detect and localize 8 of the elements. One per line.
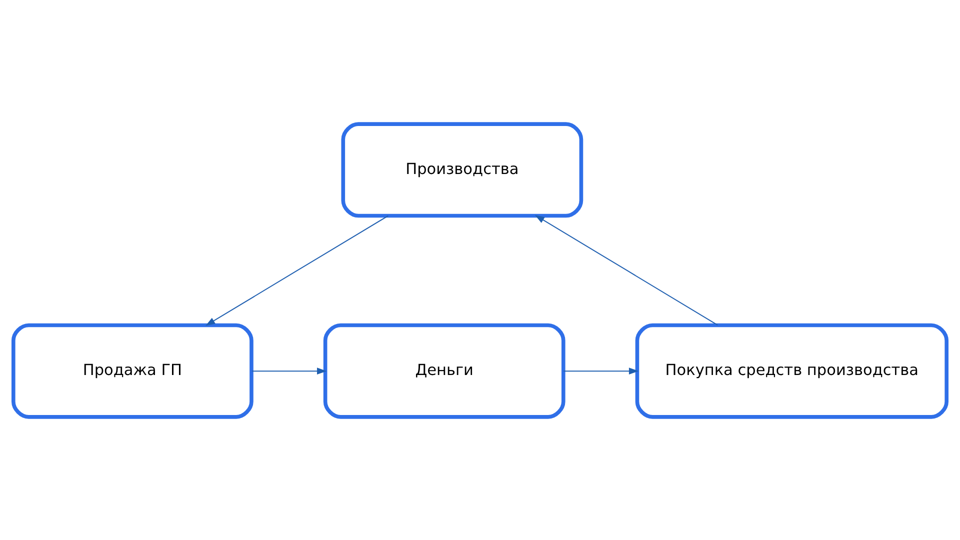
arrow <box>205 214 388 326</box>
node-box: Деньги <box>323 322 566 418</box>
arrow <box>564 367 639 374</box>
node-box: Производства <box>341 122 584 218</box>
node-box: Продажа ГП <box>12 322 254 418</box>
node-box: Покупка средств производства <box>635 322 948 418</box>
arrow <box>252 367 327 374</box>
arrow <box>534 214 718 325</box>
